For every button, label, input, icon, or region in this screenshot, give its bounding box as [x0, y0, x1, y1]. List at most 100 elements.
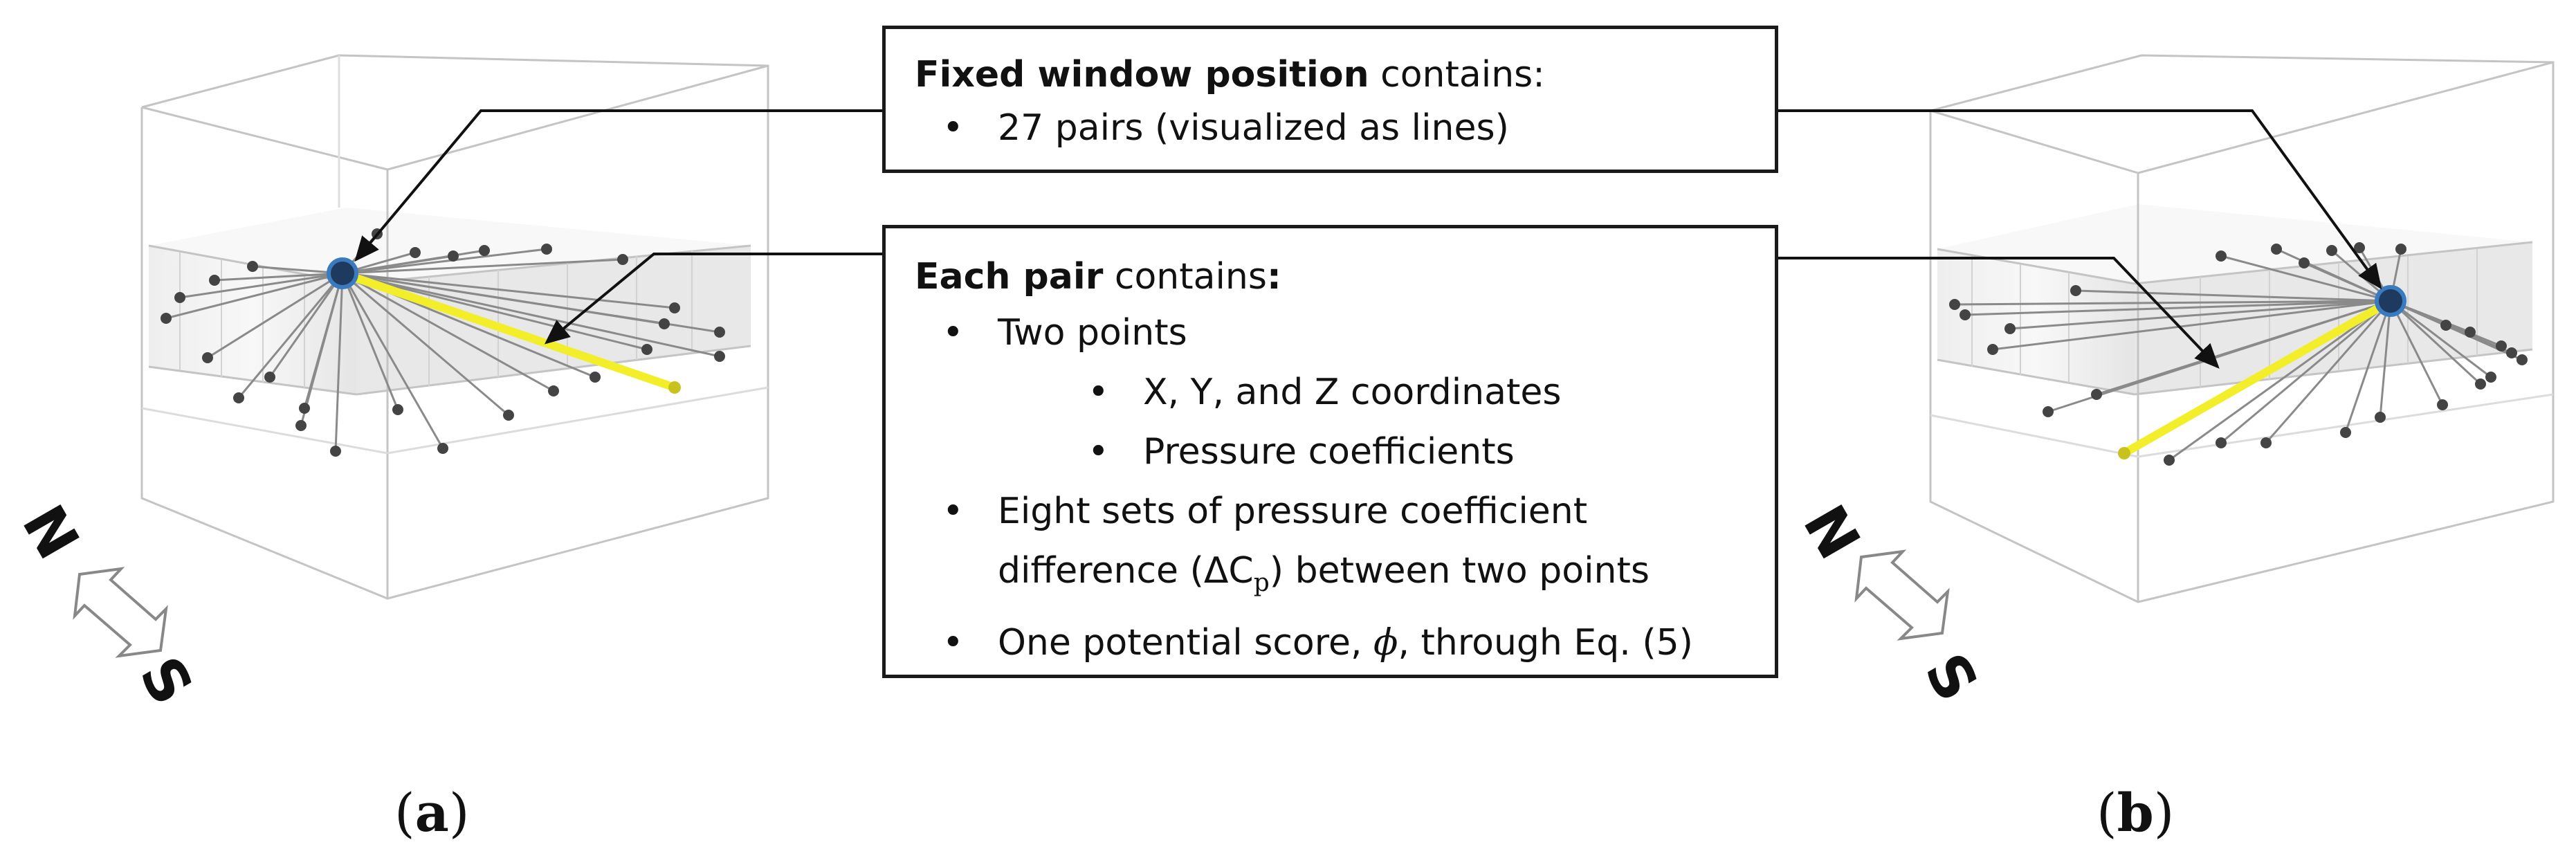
pair-line: [342, 272, 509, 417]
window-position-item: • 27 pairs (visualized as lines): [942, 98, 1775, 158]
sensor-point: [2485, 372, 2496, 383]
pair-item-points: • Two points: [942, 303, 1775, 363]
sensor-point: [1949, 299, 1960, 310]
sensor-point: [548, 385, 559, 396]
sensor-point: [392, 404, 403, 415]
caption-b-close: ): [2153, 782, 2175, 843]
leader-window-a: [354, 109, 886, 262]
pair-line: [334, 273, 344, 452]
sensor-point: [590, 372, 601, 383]
sensor-point: [161, 313, 172, 324]
leader-pair-b: [1775, 257, 2220, 369]
sensor-point: [330, 446, 341, 457]
pair-line: [2009, 300, 2391, 330]
pair-item-points-text: Two points: [998, 312, 1187, 354]
pair-line: [179, 272, 343, 299]
pair-line: [341, 273, 399, 410]
sensor-point: [2375, 412, 2386, 423]
sensor-point: [410, 247, 421, 258]
pair-line: [2389, 300, 2444, 405]
sensor-point: [295, 420, 307, 431]
sensor-point: [209, 275, 220, 286]
pair-line: [2168, 300, 2391, 462]
window-position-box: Fixed window position contains: • 27 pai…: [882, 26, 1778, 173]
sensor-point: [2004, 323, 2016, 334]
caption-b-open: (: [2097, 782, 2117, 843]
pair-line: [342, 272, 554, 392]
pair-subitem-coords: • X, Y, and Z coordinates: [1088, 363, 1775, 422]
pair-line: [342, 272, 720, 334]
sensor-point: [2164, 455, 2175, 466]
sensor-point: [669, 302, 680, 313]
pair-item-sets-line2-post: ) between two points: [1269, 550, 1650, 592]
window-position-title-rest: contains:: [1369, 54, 1545, 95]
pair-item-sets-subscript: p: [1253, 569, 1270, 597]
sensor-point: [2437, 399, 2448, 410]
pair-subitem-pressure: • Pressure coefficients: [1088, 422, 1775, 482]
bullet: •: [942, 312, 964, 354]
sensor-point: [714, 327, 725, 338]
sensor-point: [2299, 257, 2310, 268]
pair-line: [342, 272, 720, 358]
highlighted-pair-end-b: [2118, 447, 2130, 459]
sensor-point: [2340, 427, 2351, 438]
sensor-point: [437, 443, 448, 454]
caption-a-letter: a: [414, 782, 449, 843]
highlighted-pair-line-b: [2120, 297, 2395, 457]
pair-line: [207, 272, 343, 359]
pair-line: [342, 272, 675, 309]
pair-item-score-pre: One potential score,: [998, 622, 1374, 664]
leader-lines: [354, 109, 2382, 369]
pair-subitem-pressure-text: Pressure coefficients: [1143, 431, 1515, 473]
focus-point-b: [2375, 285, 2406, 317]
highlighted-pair-line-a: [338, 269, 679, 392]
window-position-item-text: 27 pairs (visualized as lines): [998, 107, 1509, 149]
sensor-point: [2216, 437, 2227, 448]
pair-line: [1964, 300, 2391, 316]
pair-line: [2220, 300, 2391, 444]
window-position-title-bold: Fixed window position: [915, 54, 1369, 95]
pair-box: Each pair contains: • Two points • X, Y,…: [882, 225, 1778, 678]
sensor-point: [264, 372, 275, 383]
sensor-point: [2475, 378, 2486, 390]
pair-list: • Two points • X, Y, and Z coordinates •…: [942, 303, 1775, 673]
sensor-point: [714, 351, 725, 362]
caption-a-close: ): [448, 782, 470, 843]
bullet: •: [1088, 431, 1109, 473]
caption-a-open: (: [394, 782, 415, 843]
bullet: •: [942, 491, 964, 532]
pair-line: [341, 273, 444, 449]
sensor-point: [2260, 437, 2272, 448]
pair-line: [2379, 300, 2392, 418]
leader-pair-a: [544, 253, 886, 345]
sensor-point: [233, 392, 244, 403]
sensor-point: [202, 352, 213, 363]
bullet: •: [1088, 372, 1109, 413]
pair-line: [2220, 255, 2391, 302]
pair-lines-a: [165, 233, 720, 452]
pair-line: [1954, 300, 2391, 306]
pair-line: [303, 273, 344, 409]
pair-line: [237, 273, 344, 399]
sensor-point: [2516, 354, 2528, 365]
sensor-point: [541, 244, 552, 255]
sensor-point: [2271, 244, 2282, 255]
sensor-point: [659, 318, 670, 329]
pair-line: [2265, 300, 2392, 444]
caption-b-letter: b: [2117, 782, 2154, 843]
pair-line: [342, 272, 648, 351]
pair-line: [2096, 300, 2391, 396]
pair-line: [1992, 300, 2391, 351]
sensor-point: [448, 250, 459, 262]
phi-symbol: ϕ: [1373, 622, 1398, 664]
bullet: •: [942, 622, 964, 664]
floor-band-b-top: [1937, 204, 2532, 284]
pair-line: [2389, 300, 2482, 385]
orientation-arrow-b: [1854, 549, 1950, 641]
pair-line: [2075, 289, 2391, 302]
sensor-point: [247, 261, 258, 272]
sensor-point: [174, 292, 185, 303]
window-position-list: • 27 pairs (visualized as lines): [942, 98, 1775, 158]
